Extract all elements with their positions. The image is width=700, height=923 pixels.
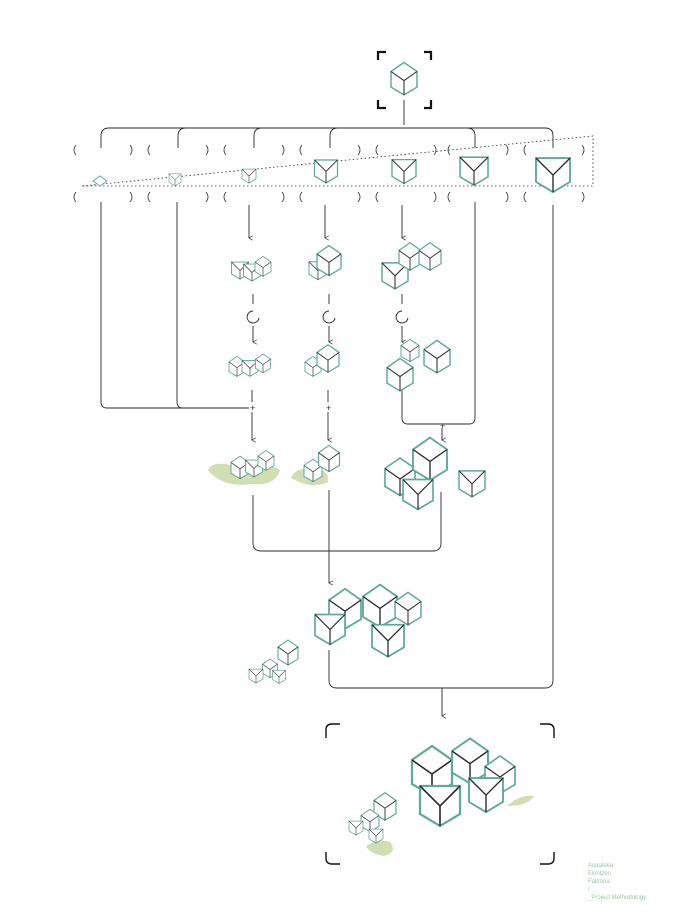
caption-line: _Project Methodology [588,895,647,901]
caption-line: / [588,887,590,893]
caption-line: Ekintzen [588,871,612,877]
svg-text:+: + [440,421,445,431]
caption-line: Faktoria [588,879,610,885]
base-cube-frame [376,50,433,110]
cube-cluster-icon [348,737,516,844]
result-frame [325,723,555,865]
svg-text:+: + [250,403,255,413]
cube-cluster-icon [231,242,442,290]
cube-cluster-icon [248,583,422,684]
iteration-steps [246,294,442,583]
project-caption: Aiaraldea Ekintzen Faktoria / _Project M… [588,862,646,902]
base-cube-icon [390,61,418,96]
caption-line: Aiaraldea [588,863,614,869]
iteration-icon [246,310,260,324]
scale-bracket-tree [100,127,554,148]
svg-text:+: + [326,403,331,413]
plus-icon: + + + [250,403,445,431]
ground-patches [366,795,534,856]
column-connectors [100,202,554,716]
scale-cubes [92,156,571,194]
cube-cluster-icon [228,338,451,392]
